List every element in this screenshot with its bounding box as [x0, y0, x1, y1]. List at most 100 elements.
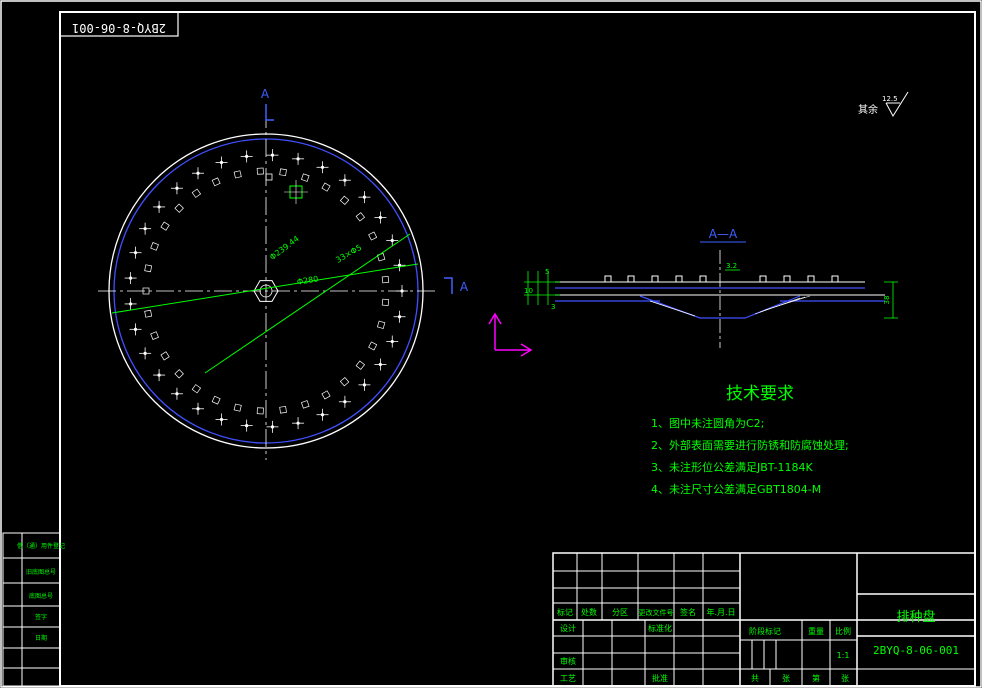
- seed-hole: [316, 408, 329, 421]
- roughness-value: 12.5: [882, 95, 898, 103]
- relief-slot: [376, 253, 386, 262]
- inner-border: [59, 11, 976, 687]
- seed-hole: [266, 420, 279, 433]
- seed-hole: [153, 369, 166, 382]
- section-view: A—A: [524, 227, 898, 348]
- relief-slot: [256, 407, 264, 415]
- dim-pitch-circle: Φ239.44: [268, 234, 301, 262]
- seed-hole: [170, 182, 183, 195]
- tb-standard: 标准化: [648, 623, 672, 633]
- roughness-label: 其余: [858, 103, 878, 116]
- tb-scale: 比例: [835, 626, 851, 636]
- relief-slot: [144, 309, 153, 318]
- tech-requirements: 技术要求 1、图中未注圆角为C2; 2、外部表面需要进行防锈和防腐蚀处理; 3、…: [651, 384, 849, 496]
- seed-hole: [386, 234, 399, 247]
- relief-slot: [160, 221, 170, 231]
- seed-hole: [393, 259, 406, 272]
- section-title: A—A: [709, 227, 738, 241]
- tb-sheet-current: 第: [812, 673, 820, 683]
- seed-hole: [215, 156, 228, 169]
- seed-hole: [240, 419, 253, 432]
- side-row-1: 借（通）用件登记: [17, 542, 65, 550]
- tb-stage: 阶段标记: [749, 626, 781, 636]
- seed-hole: [153, 200, 166, 213]
- seed-hole: [338, 174, 351, 187]
- section-mark-right: A: [460, 280, 469, 294]
- relief-slot: [355, 360, 366, 370]
- section-mark-top: A: [261, 87, 270, 101]
- relief-slot: [256, 167, 264, 175]
- tb-design: 设计: [560, 623, 576, 633]
- tb-sheet-unit-2: 张: [841, 674, 849, 683]
- relief-slot: [355, 212, 366, 222]
- relief-slot: [191, 384, 202, 394]
- relief-slot: [211, 177, 221, 187]
- relief-slot: [368, 341, 378, 351]
- tech-item-3: 3、未注形位公差满足JBT-1184K: [651, 460, 813, 474]
- seed-hole: [316, 161, 329, 174]
- tb-header-zone: 分区: [612, 608, 628, 617]
- title-block-grid: [552, 552, 976, 687]
- drawing-number: 2BYQ-8-06-001: [873, 644, 959, 657]
- relief-slot: [339, 376, 350, 387]
- relief-slot: [279, 405, 287, 414]
- relief-slot: [233, 170, 242, 179]
- relief-slot: [144, 264, 153, 273]
- dim-3-2: 3.2: [726, 262, 737, 270]
- relief-slot: [321, 182, 331, 192]
- seed-hole: [129, 246, 142, 259]
- seed-hole: [266, 149, 279, 162]
- tech-item-1: 1、图中未注圆角为C2;: [651, 416, 764, 430]
- relief-slot: [279, 168, 287, 177]
- seed-hole: [192, 167, 204, 180]
- tb-header-count: 处数: [581, 607, 597, 617]
- relief-slot: [376, 320, 386, 329]
- relief-slot: [300, 173, 310, 182]
- tb-header-sign: 签名: [680, 607, 696, 617]
- tb-scale-value: 1:1: [837, 651, 850, 660]
- relief-slot: [142, 287, 150, 295]
- side-row-5: 日期: [35, 634, 47, 642]
- mirrored-code-box: 2BYQ-8-06-001: [59, 11, 179, 37]
- tech-title: 技术要求: [726, 384, 794, 404]
- seed-hole: [139, 347, 152, 360]
- tb-header-change: 更改文件号: [639, 608, 674, 617]
- dim-3: 3: [551, 303, 555, 311]
- tb-sheet-unit-1: 张: [782, 674, 790, 683]
- front-view-disc: Φ239.44 Φ280 33×Φ5 A A: [98, 87, 469, 460]
- side-row-4: 签字: [35, 613, 47, 621]
- seed-hole: [396, 285, 408, 297]
- seed-hole: [292, 152, 305, 165]
- seed-hole: [374, 358, 387, 371]
- part-name: 排种盘: [896, 609, 935, 625]
- tb-review: 审核: [560, 656, 576, 666]
- seed-hole: [393, 310, 406, 323]
- relief-slot: [300, 400, 310, 409]
- seed-hole: [358, 191, 371, 204]
- relief-slot: [191, 188, 202, 198]
- seed-hole: [170, 387, 183, 400]
- dim-5: 5: [545, 268, 549, 276]
- tb-weight: 重量: [808, 626, 824, 636]
- relief-slot: [381, 298, 390, 307]
- tech-item-4: 4、未注尺寸公差满足GBT1804-M: [651, 482, 821, 496]
- dim-10: 10: [524, 287, 533, 295]
- relief-slot: [321, 390, 331, 400]
- seed-hole: [124, 297, 137, 310]
- side-row-2: 旧底图总号: [26, 568, 56, 576]
- tb-header-mark: 标记: [557, 607, 573, 617]
- dim-38: 38: [883, 296, 891, 305]
- relief-slot: [150, 242, 159, 251]
- relief-slot: [150, 331, 159, 340]
- seed-hole: [338, 395, 351, 408]
- tb-approve: 批准: [652, 673, 668, 683]
- dim-holes: 33×Φ5: [334, 243, 363, 265]
- seed-hole: [292, 417, 305, 430]
- seed-hole: [192, 402, 204, 415]
- seed-hole: [358, 378, 371, 391]
- seed-hole: [129, 323, 142, 336]
- relief-slot: [381, 275, 390, 284]
- relief-slot: [174, 203, 184, 213]
